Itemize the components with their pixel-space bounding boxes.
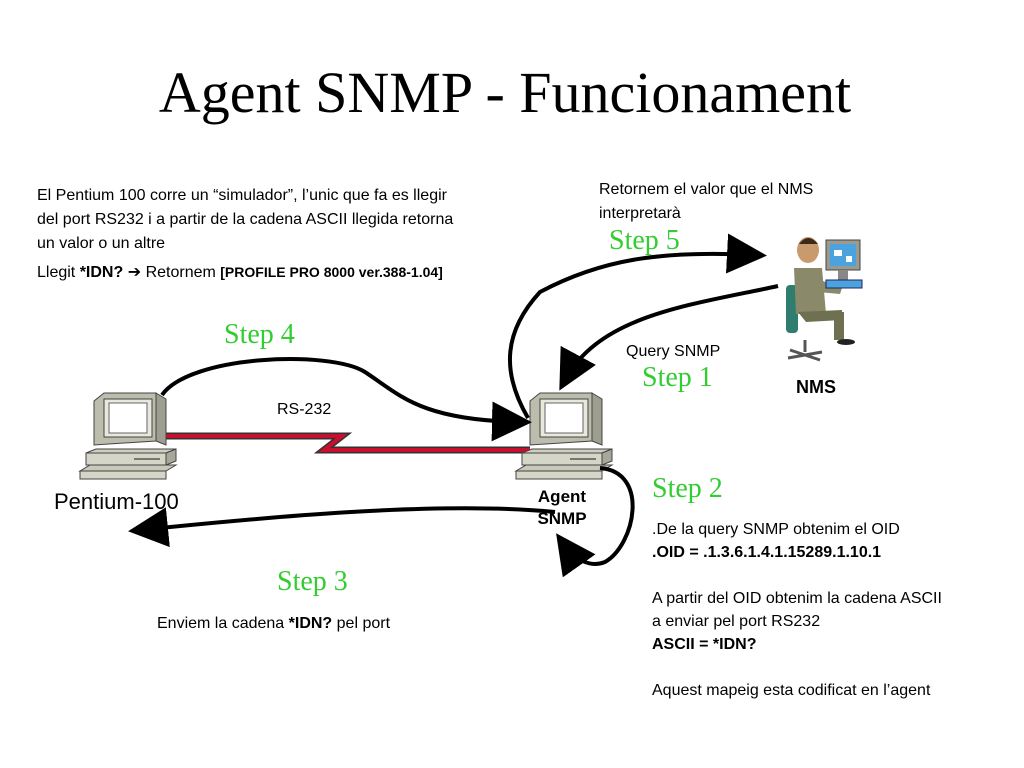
step1-arrow <box>559 284 779 391</box>
step3-command: *IDN? <box>288 615 333 632</box>
rs232-label: RS-232 <box>277 401 332 418</box>
step3-prefix: Enviem la cadena <box>157 615 289 632</box>
retornem-text: Retornem <box>141 264 221 281</box>
agent-label-line2: SNMP <box>537 509 587 528</box>
step3-note: Enviem la cadena *IDN? pel port <box>157 612 390 636</box>
llegit-command: *IDN? <box>79 264 124 281</box>
step5-arrow <box>508 233 767 420</box>
page-title: Agent SNMP - Funcionament <box>158 60 852 125</box>
step4-label: Step 4 <box>224 319 295 350</box>
step2-label: Step 2 <box>652 473 723 504</box>
step2-note-line4: a enviar pel port RS232 <box>652 613 821 630</box>
step2-note-line3: A partir del OID obtenim la cadena ASCII <box>652 590 942 607</box>
pentium-note-line2: del port RS232 i a partir de la cadena A… <box>37 211 454 228</box>
return-note-line1: Retornem el valor que el NMS <box>599 181 814 198</box>
step2-note-line6: Aquest mapeig esta codificat en l’agent <box>652 682 931 699</box>
pentium-label: Pentium-100 <box>54 489 179 514</box>
step1-label: Step 1 <box>642 362 713 393</box>
step2-note-line1: .De la query SNMP obtenim el OID <box>652 521 900 538</box>
nms-label: NMS <box>796 377 836 397</box>
step2-note: .De la query SNMP obtenim el OID .OID = … <box>652 518 1022 702</box>
query-snmp-label: Query SNMP <box>626 343 721 360</box>
step4-arrow <box>160 357 532 442</box>
return-note: Retornem el valor que el NMS interpretar… <box>599 178 899 226</box>
pentium-note-llegit: Llegit *IDN? ➔ Retornem [PROFILE PRO 800… <box>37 260 597 285</box>
step3-arrow <box>128 506 556 548</box>
profile-response: [PROFILE PRO 8000 ver.388-1.04] <box>220 264 443 280</box>
rs232-cable <box>160 432 530 454</box>
agent-label-line1: Agent <box>537 487 587 506</box>
llegit-prefix: Llegit <box>37 264 80 281</box>
step3-suffix: pel port <box>332 615 391 632</box>
agent-computer-icon <box>515 392 613 480</box>
pentium-computer-icon <box>79 392 177 480</box>
step5-label: Step 5 <box>609 225 680 256</box>
agent-snmp-label: Agent SNMP <box>520 486 604 530</box>
nms-operator-icon <box>786 237 863 362</box>
step2-arrow <box>556 466 635 578</box>
step2-note-oid: .OID = .1.3.6.1.4.1.15289.1.10.1 <box>652 544 882 561</box>
step3-label: Step 3 <box>277 566 348 597</box>
return-note-line2: interpretarà <box>599 205 681 222</box>
arrow-right-icon: ➔ <box>127 264 142 281</box>
pentium-note-line1: El Pentium 100 corre un “simulador”, l’u… <box>37 187 447 204</box>
step2-note-ascii: ASCII = *IDN? <box>652 636 757 653</box>
pentium-note: El Pentium 100 corre un “simulador”, l’u… <box>37 184 597 285</box>
pentium-note-line3: un valor o un altre <box>37 235 166 252</box>
